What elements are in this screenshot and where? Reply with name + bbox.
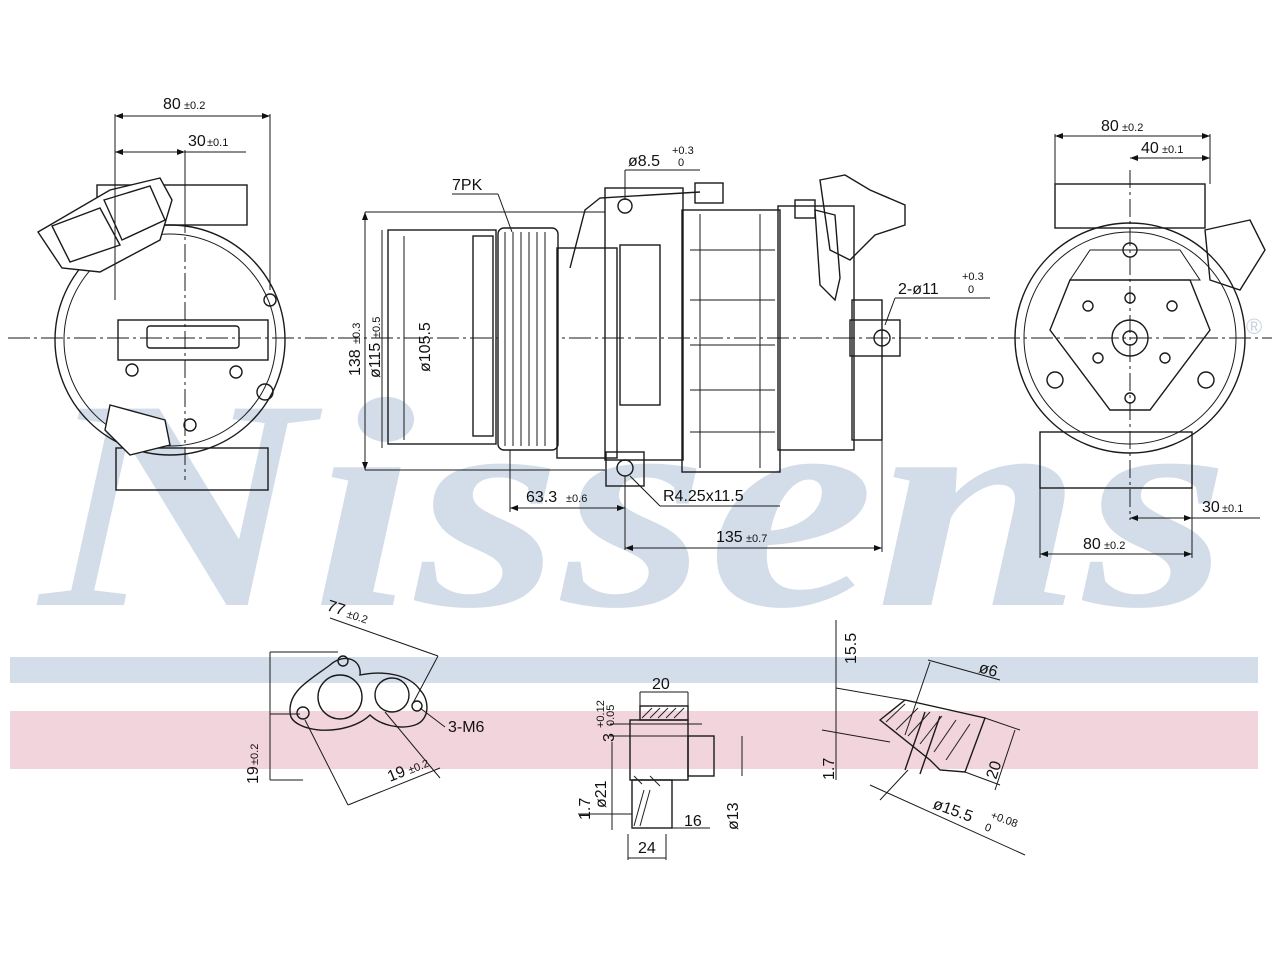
- side-dim-pulley-inner: ø105.5: [417, 322, 434, 372]
- fitting-dim-groove: 3: [601, 733, 618, 742]
- side-dim-height-tol: ±0.3: [351, 323, 363, 344]
- rear-dim-bottom-offset: 30: [1202, 499, 1220, 516]
- pipe-dim-dia-small: ø6: [977, 660, 1000, 682]
- side-dim-height: 138: [347, 349, 364, 376]
- side-mount-tol-lower: 0: [968, 284, 974, 296]
- side-dim-pulley-offset: 63.3: [526, 489, 557, 506]
- flange-dim-left-tol: ±0.2: [249, 744, 261, 765]
- fitting-dim-left-small: 1.7: [577, 798, 594, 820]
- pipe-dim-dia-tol-lower: 0: [983, 822, 993, 835]
- pipe-dim-dia: ø15.5: [931, 796, 975, 826]
- side-dim-length-tol: ±0.7: [746, 533, 767, 545]
- side-mount-holes: 2-ø11: [898, 281, 939, 298]
- fitting-dim-groove-tol-lower: 0.05: [605, 705, 617, 726]
- rear-dim-top-width: 80: [1101, 118, 1119, 135]
- side-hole-tol-lower: 0: [678, 157, 684, 169]
- side-dim-pulley-offset-tol: ±0.6: [566, 493, 587, 505]
- front-dim-width-tol: ±0.2: [184, 100, 205, 112]
- side-dim-pulley-outer-tol: ±0.5: [371, 317, 383, 338]
- side-hole-dia: ø8.5: [628, 153, 660, 170]
- side-hole-tol-upper: +0.3: [672, 145, 694, 157]
- rear-view: 80 ±0.2 40 ±0.1 30 ±0.1 80 ±0.2: [1014, 118, 1266, 558]
- side-slot: R4.25x11.5: [663, 488, 744, 505]
- side-pulley-label: 7PK: [452, 177, 483, 194]
- pipe-dim-top: 15.5: [843, 633, 860, 664]
- fitting-dim-dia-right: ø13: [725, 802, 742, 830]
- front-dim-width: 80: [163, 96, 181, 113]
- fitting-dim-right: 16: [684, 813, 702, 830]
- fitting-dim-bottom: 24: [638, 840, 656, 857]
- watermark-band-blue: [10, 657, 1258, 683]
- front-view: 80 ±0.2 30 ±0.1: [37, 96, 286, 491]
- rear-dim-bottom-offset-tol: ±0.1: [1222, 503, 1243, 515]
- flange-dim-bottom: 19: [385, 763, 408, 785]
- watermark-registered-mark: ®: [1246, 314, 1262, 339]
- side-mount-tol-upper: +0.3: [962, 271, 984, 283]
- fitting-dim-top: 20: [652, 676, 670, 693]
- side-dim-length: 135: [716, 529, 743, 546]
- flange-dim-left: 19: [245, 766, 262, 784]
- pipe-dim-right: 20: [984, 759, 1006, 781]
- watermark-brand: Nissens: [34, 338, 1230, 670]
- detail-fitting: 20 3 +0.12 0.05 ø21 1.7 ø13 16 24: [577, 676, 743, 860]
- rear-dim-top-offset-tol: ±0.1: [1162, 144, 1183, 156]
- flange-dim-top: 77: [325, 598, 347, 620]
- pipe-dim-dia-tol-upper: +0.08: [989, 810, 1019, 831]
- fitting-dim-groove-tol-upper: +0.12: [595, 700, 607, 728]
- rear-dim-top-offset: 40: [1141, 140, 1159, 157]
- fitting-dim-dia-left: ø21: [593, 780, 610, 808]
- rear-dim-bottom-width: 80: [1083, 536, 1101, 553]
- detail-flange: 77 ±0.2 19 ±0.2 3-M6 19 ±0.2: [245, 598, 485, 806]
- rear-dim-top-width-tol: ±0.2: [1122, 122, 1143, 134]
- pipe-dim-left: 1.7: [821, 758, 838, 780]
- front-dim-offset: 30: [188, 133, 206, 150]
- side-dim-pulley-outer: ø115: [367, 343, 384, 378]
- rear-dim-bottom-width-tol: ±0.2: [1104, 540, 1125, 552]
- watermark: Nissens ®: [10, 314, 1262, 769]
- front-dim-offset-tol: ±0.1: [207, 137, 228, 149]
- flange-threads: 3-M6: [448, 719, 485, 736]
- side-view: 138 ±0.3 ø115 ±0.5 ø105.5 7PK ø8.5 +0.3 …: [347, 145, 990, 552]
